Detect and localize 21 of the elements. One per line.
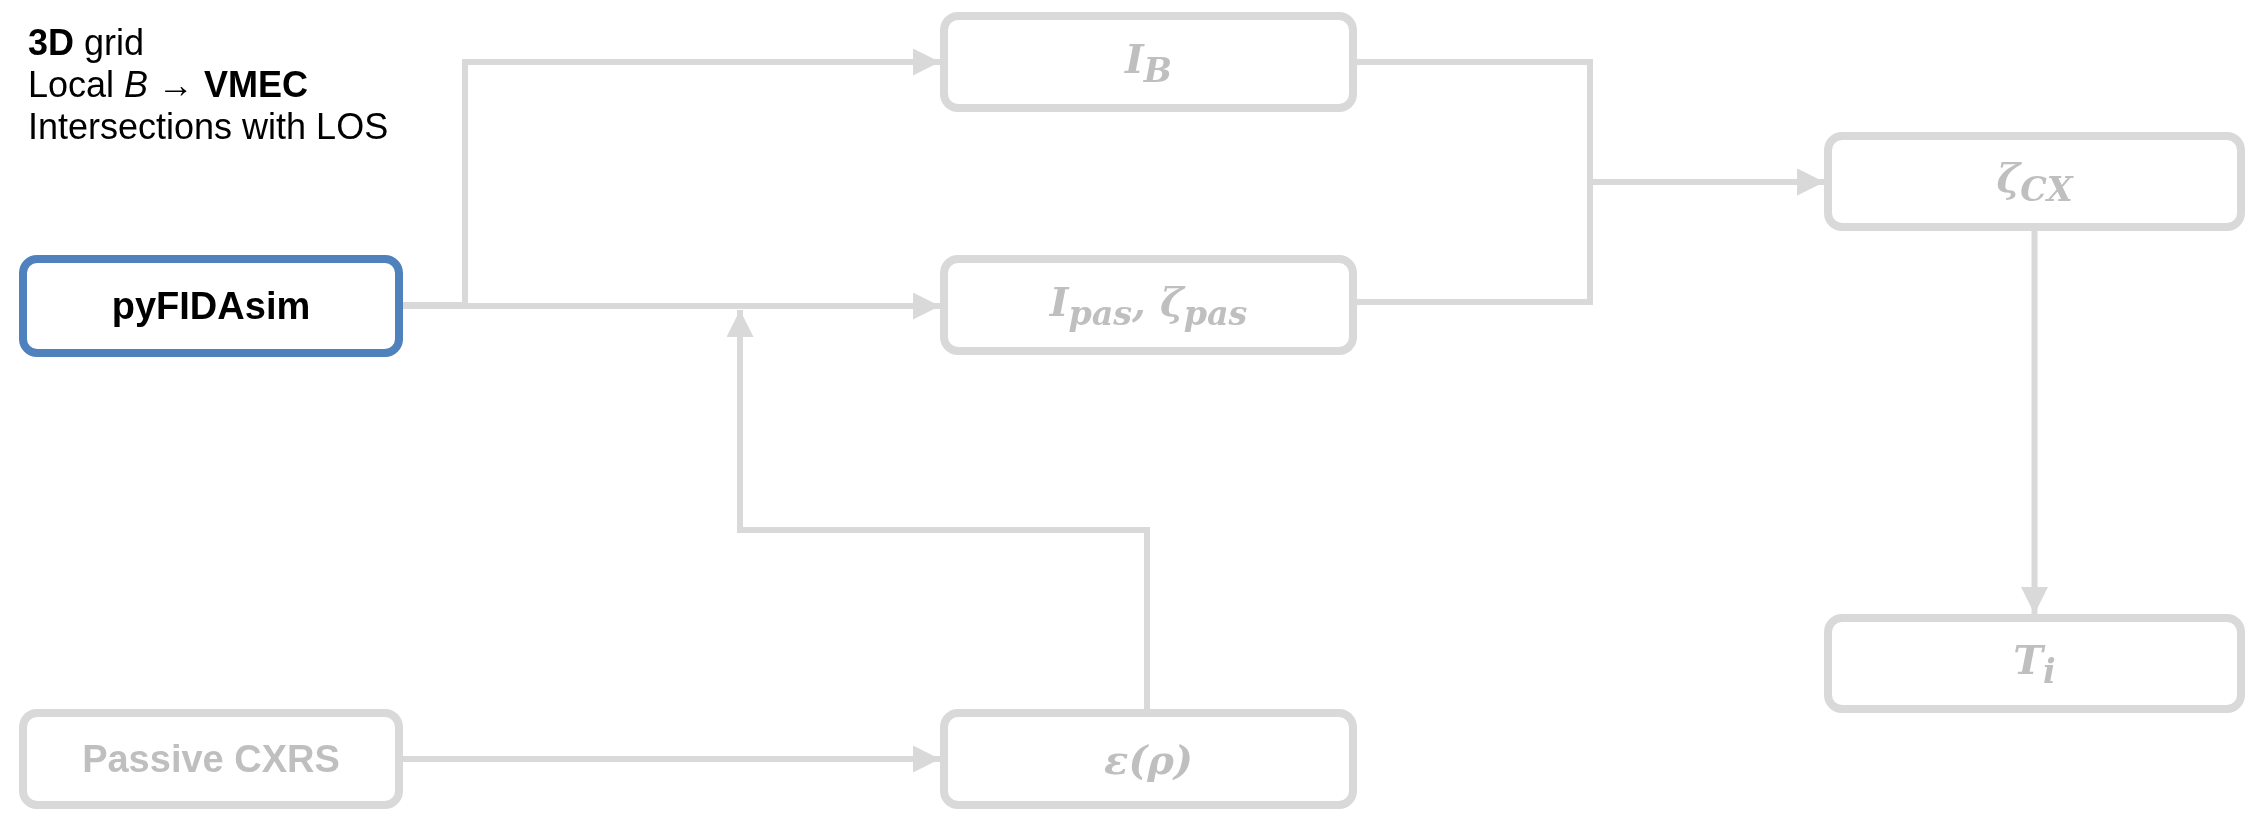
arrow: [2021, 231, 2048, 614]
process-box: [940, 709, 1357, 809]
node-label: pyFIDAsim: [111, 284, 311, 328]
node-label: ζ$_{CX}$: [1996, 154, 2073, 209]
arrow: [726, 310, 1150, 709]
process-box: [940, 255, 1357, 355]
node-label: T$_{i}$: [2013, 636, 2056, 691]
arrow: [403, 745, 940, 773]
note-text: Local B → VMEC: [28, 64, 309, 106]
note-text: 3D grid: [28, 22, 145, 64]
node-label: ε(ρ): [1104, 735, 1193, 783]
process-box: [19, 255, 403, 357]
node-label: I$_{B}$: [1125, 34, 1172, 90]
process-box: [1824, 132, 2245, 231]
process-box: [940, 12, 1357, 112]
process-box: [1824, 614, 2245, 713]
process-box: [19, 709, 403, 809]
node-label: I$_{pas}$, ζ$_{pas}$: [1049, 277, 1248, 333]
note-text: Intersections with LOS: [28, 106, 389, 148]
arrow: [403, 292, 940, 320]
node-label: Passive CXRS: [82, 737, 340, 781]
